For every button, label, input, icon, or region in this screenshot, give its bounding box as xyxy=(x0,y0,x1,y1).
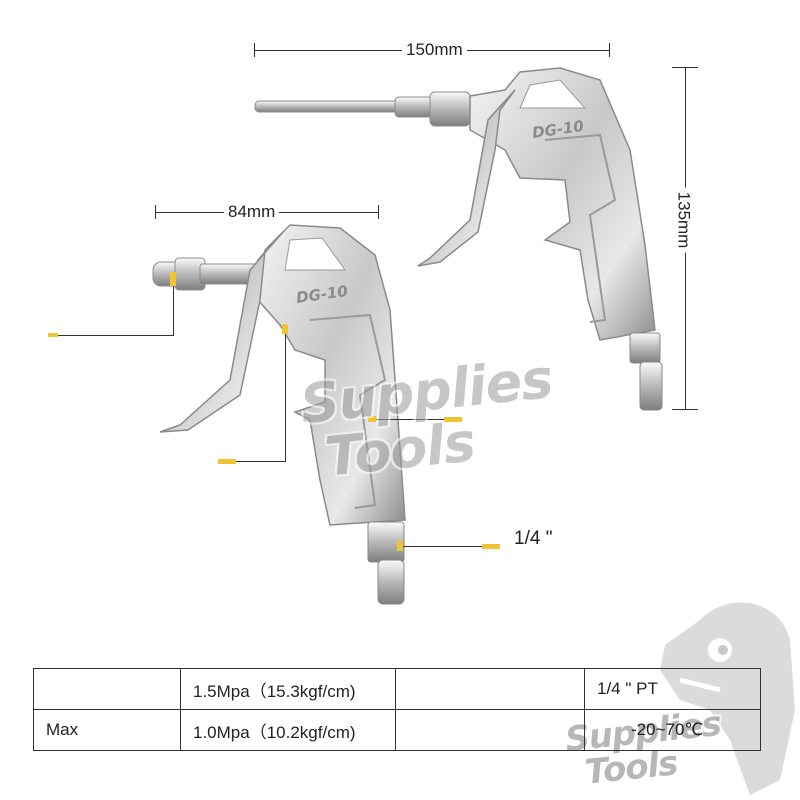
dim-tick-84mm-left xyxy=(155,205,156,219)
marker-valve-point xyxy=(282,324,288,334)
marker-nozzle-end xyxy=(48,333,58,337)
marker-body-point xyxy=(368,416,376,422)
table-row: Max 1.0Mpa（10.2kgf/cm) -20~70℃ xyxy=(33,709,761,751)
table-cell xyxy=(395,709,585,751)
leader-body xyxy=(370,419,462,420)
leader-thread xyxy=(398,546,500,547)
table-cell: 1.5Mpa（15.3kgf/cm) xyxy=(180,668,396,710)
marker-thread-end xyxy=(482,544,500,549)
dim-label-150mm: 150mm xyxy=(402,40,467,60)
table-cell: 1/4 " PT xyxy=(584,668,761,710)
marker-nozzle-point xyxy=(170,272,176,286)
marker-thread-point xyxy=(397,541,403,551)
thread-size-label: 1/4 " xyxy=(510,528,557,550)
table-cell xyxy=(33,668,181,710)
leader-nozzle-h xyxy=(48,335,174,336)
dim-tick-150mm-left xyxy=(254,43,255,57)
large-gun-trigger xyxy=(417,89,516,267)
spec-table: 1.5Mpa（15.3kgf/cm) 1/4 " PT Max 1.0Mpa（1… xyxy=(33,668,761,751)
dim-label-84mm: 84mm xyxy=(224,202,280,222)
leader-valve-h xyxy=(218,461,286,462)
small-gun-trigger xyxy=(159,231,284,433)
table-row: 1.5Mpa（15.3kgf/cm) 1/4 " PT xyxy=(33,668,761,710)
dim-tick-150mm-right xyxy=(609,43,610,57)
table-cell: 1.0Mpa（10.2kgf/cm) xyxy=(180,709,396,751)
marker-body-end xyxy=(444,417,462,422)
dim-label-135mm: 135mm xyxy=(673,187,694,253)
table-cell xyxy=(395,668,585,710)
table-cell: Max xyxy=(33,709,181,751)
large-gun-body xyxy=(469,67,656,341)
leader-nozzle-v xyxy=(173,278,174,336)
dim-tick-135mm-bottom xyxy=(672,409,698,410)
leader-valve-v xyxy=(285,328,286,462)
table-cell: -20~70℃ xyxy=(584,709,761,751)
marker-valve-end xyxy=(218,459,236,464)
dim-tick-135mm-top xyxy=(672,67,698,68)
dim-tick-84mm-right xyxy=(378,205,379,219)
